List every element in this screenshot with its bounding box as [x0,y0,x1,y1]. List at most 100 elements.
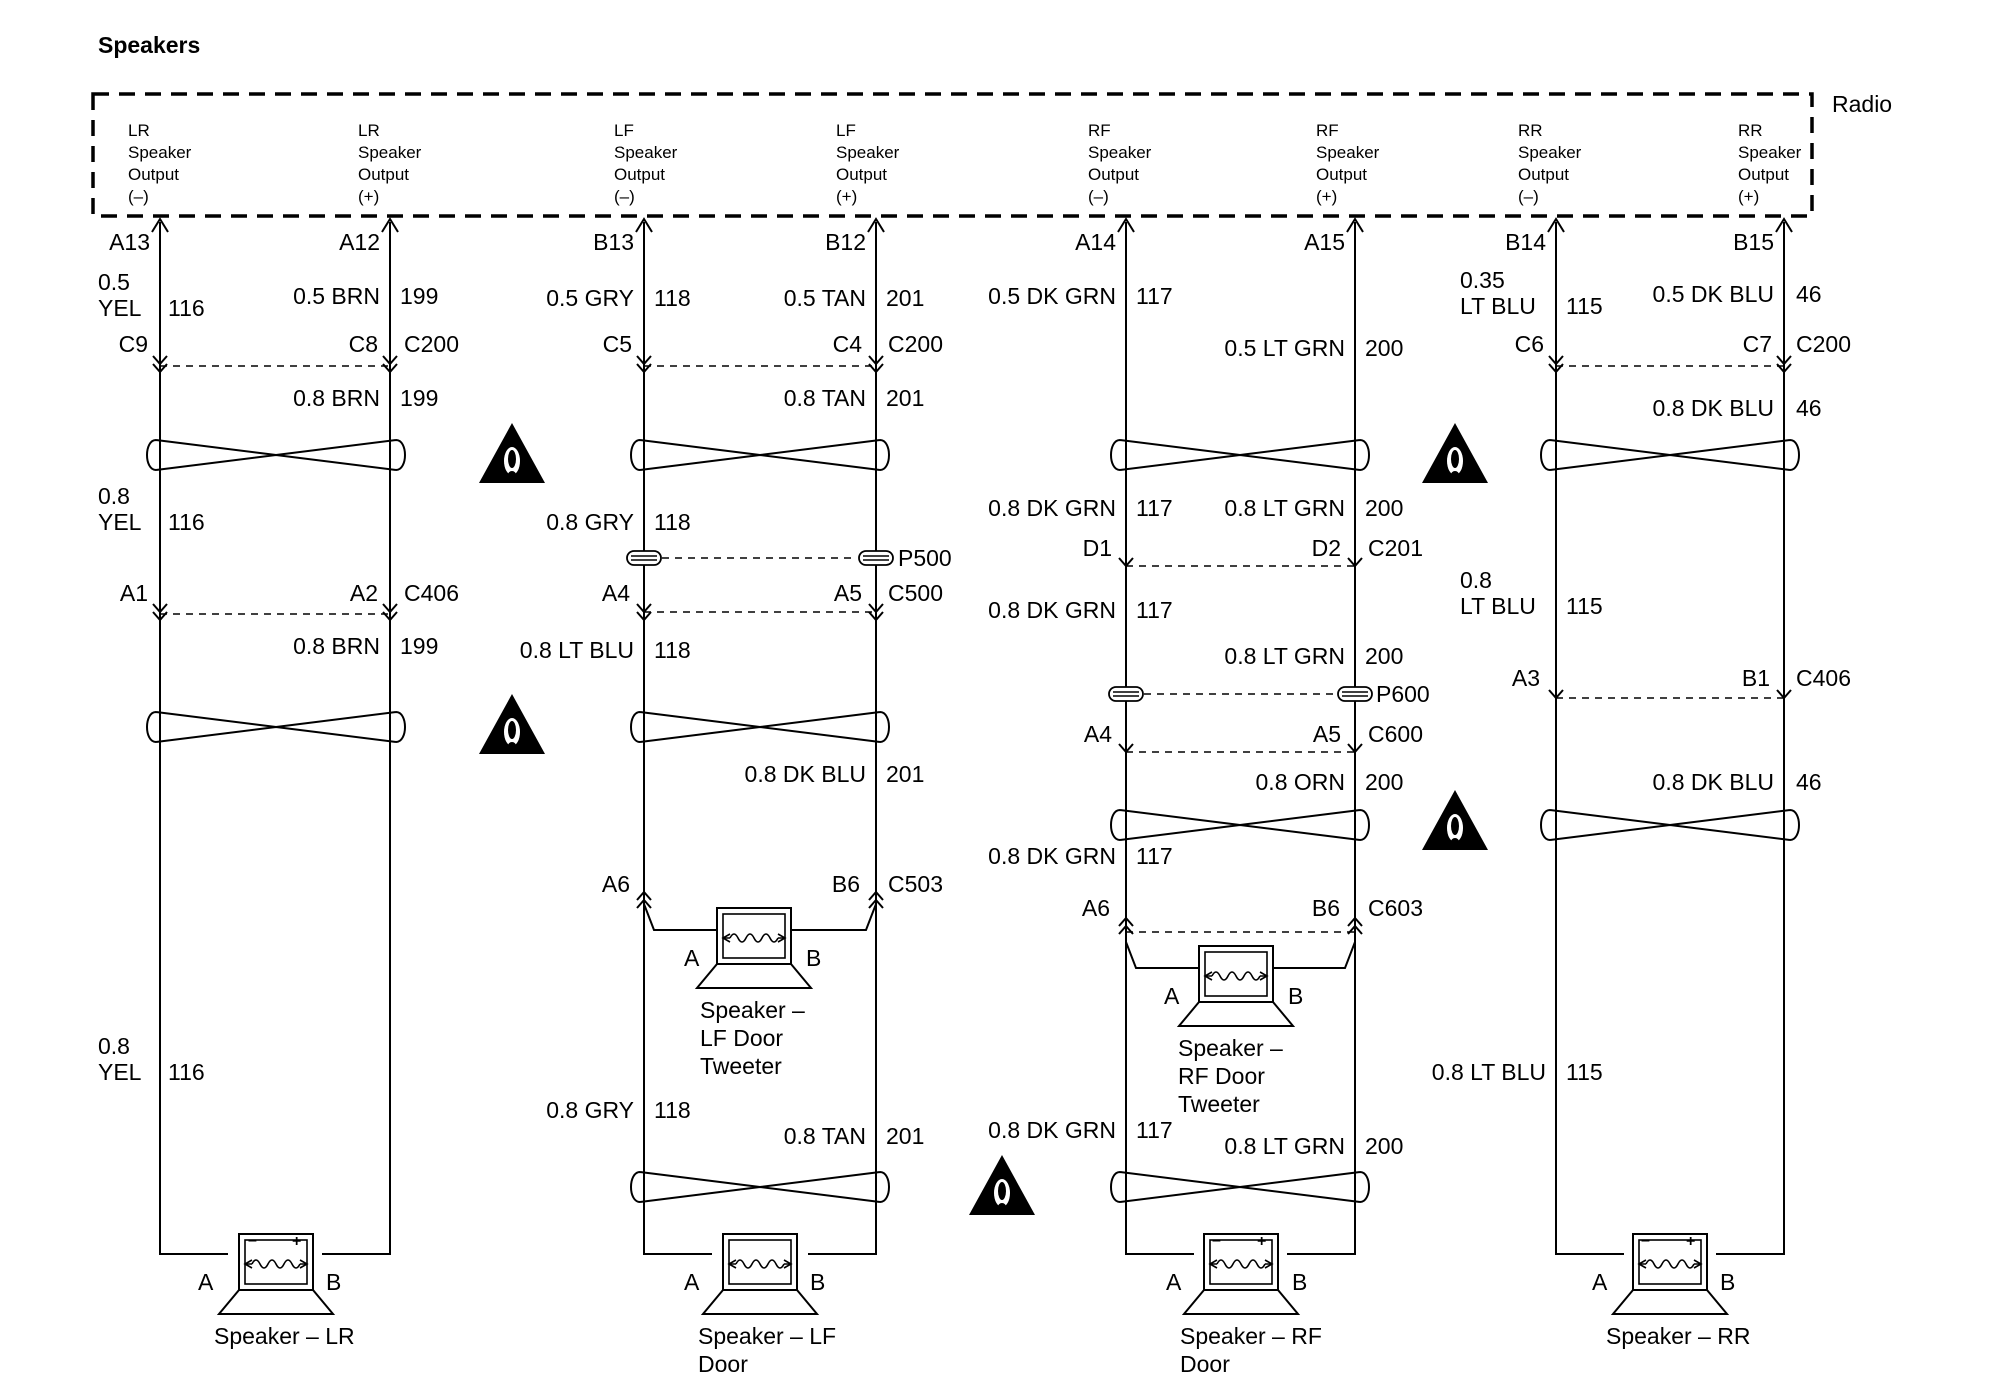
svg-text:201: 201 [886,761,924,787]
connector-c406: A1 A2 C406 A3 B1 C406 [120,580,1851,700]
svg-text:200: 200 [1365,769,1403,795]
connector-p600: P600 [1108,681,1430,707]
svg-text:0.5 BRN: 0.5 BRN [293,283,380,309]
svg-text:115: 115 [1566,293,1603,319]
svg-text:0.35: 0.35 [1460,267,1505,293]
svg-text:117: 117 [1136,495,1173,521]
connector-c503: A6 B6 C503 [602,871,943,909]
radio-pin-labels: A13 A12 B13 B12 A14 A15 B14 B15 [109,229,1774,255]
speaker-lf-terminal-a: A [684,1269,700,1295]
tweeter-lf-label-2: LF Door [700,1025,783,1051]
cavity-lf-a4: A4 [602,580,630,606]
pin-b15: B15 [1733,229,1774,255]
speaker-lf-label-1: Speaker – LF [698,1323,836,1349]
cavity-c8: C8 [349,331,378,357]
splice-icon [858,550,894,566]
cavity-lr-a1: A1 [120,580,148,606]
speaker-rf-terminal-b: B [1292,1269,1307,1295]
speaker-lr-terminal-b: B [326,1269,341,1295]
svg-text:116: 116 [168,295,205,321]
wire-labels-lr: 0.5 YEL 116 0.5 BRN 199 0.8 BRN 199 0.8 … [98,269,438,1085]
wire-rr-plus [1716,222,1785,1255]
cavity-c9: C9 [119,331,148,357]
svg-text:0.8 DK GRN: 0.8 DK GRN [988,597,1116,623]
svg-text:LT BLU: LT BLU [1460,593,1536,619]
pin-a15: A15 [1304,229,1345,255]
svg-text:116: 116 [168,509,205,535]
svg-text:201: 201 [886,285,924,311]
svg-text:201: 201 [886,1123,924,1149]
speaker-icon [1612,1233,1728,1315]
wire-labels-lf: 0.5 GRY 118 0.5 TAN 201 0.8 TAN 201 0.8 … [520,285,925,1149]
wire-lf-tweeter-b [790,903,877,931]
twisted-pair-icon [630,1171,890,1203]
pin-a14: A14 [1075,229,1116,255]
connector-p500-label: P500 [898,545,952,571]
svg-text:46: 46 [1796,395,1822,421]
svg-text:(–): (–) [1518,187,1539,206]
svg-text:115: 115 [1566,1059,1603,1085]
twisted-pair-icon [1110,809,1370,841]
speaker-rr-minus: – [1641,1232,1650,1249]
connector-c200-label-lf: C200 [888,331,943,357]
svg-text:LR: LR [358,121,380,140]
speaker-lf-door: A B Speaker – LF Door [684,1233,836,1377]
svg-text:0.5 LT GRN: 0.5 LT GRN [1224,335,1345,361]
cavity-lf-a6: A6 [602,871,630,897]
svg-text:RR: RR [1738,121,1763,140]
svg-text:Output: Output [1738,165,1789,184]
svg-text:117: 117 [1136,283,1173,309]
wire-lf-minus [643,222,712,1255]
radio-label: Radio [1832,91,1892,117]
warning-icon [479,423,545,483]
warning-icon [1422,790,1488,850]
svg-text:LR: LR [128,121,150,140]
twisted-pair-icon [1110,1171,1370,1203]
wire-rf-tweeter-b [1272,941,1356,969]
tweeter-rf-label-1: Speaker – [1178,1035,1283,1061]
svg-text:0.5 DK GRN: 0.5 DK GRN [988,283,1116,309]
connector-c500: A4 A5 C500 [602,580,943,622]
wire-labels-rf: 0.5 DK GRN 117 0.5 LT GRN 200 0.8 DK GRN… [988,283,1403,1159]
tweeter-rf-label-2: RF Door [1178,1063,1265,1089]
svg-text:0.8 LT GRN: 0.8 LT GRN [1224,643,1345,669]
speaker-rr-terminal-b: B [1720,1269,1735,1295]
svg-text:118: 118 [654,637,691,663]
svg-text:0.8 DK BLU: 0.8 DK BLU [1653,395,1774,421]
cavity-rf-a6: A6 [1082,895,1110,921]
speaker-lr-terminal-a: A [198,1269,214,1295]
pin-b13: B13 [593,229,634,255]
svg-text:Speaker: Speaker [128,143,192,162]
connector-c406-label-rr: C406 [1796,665,1851,691]
svg-text:200: 200 [1365,335,1403,361]
twisted-pairs [146,439,1800,1203]
svg-text:(–): (–) [1088,187,1109,206]
svg-text:LF: LF [836,121,856,140]
svg-text:LT BLU: LT BLU [1460,293,1536,319]
connector-p600-label: P600 [1376,681,1430,707]
pin-b14: B14 [1505,229,1546,255]
svg-text:0.8 TAN: 0.8 TAN [784,385,866,411]
svg-text:115: 115 [1566,593,1603,619]
svg-text:0.5 DK BLU: 0.5 DK BLU [1653,281,1774,307]
svg-text:0.8: 0.8 [98,1033,130,1059]
cavity-rf-a5: A5 [1313,721,1341,747]
svg-text:0.8 BRN: 0.8 BRN [293,633,380,659]
cavity-rr-a3: A3 [1512,665,1540,691]
speaker-rr-terminal-a: A [1592,1269,1608,1295]
svg-text:0.8: 0.8 [1460,567,1492,593]
svg-text:RR: RR [1518,121,1543,140]
svg-text:(–): (–) [128,187,149,206]
speaker-rf-door-tweeter: A B Speaker – RF Door Tweeter [1164,945,1303,1117]
speaker-lr-plus: + [292,1233,301,1250]
tweeter-lf-label-3: Tweeter [700,1053,782,1079]
svg-text:Speaker: Speaker [1088,143,1152,162]
speaker-rf-label-2: Door [1180,1351,1230,1377]
svg-text:117: 117 [1136,843,1173,869]
svg-text:0.8 TAN: 0.8 TAN [784,1123,866,1149]
tweeter-rf-terminal-b: B [1288,983,1303,1009]
